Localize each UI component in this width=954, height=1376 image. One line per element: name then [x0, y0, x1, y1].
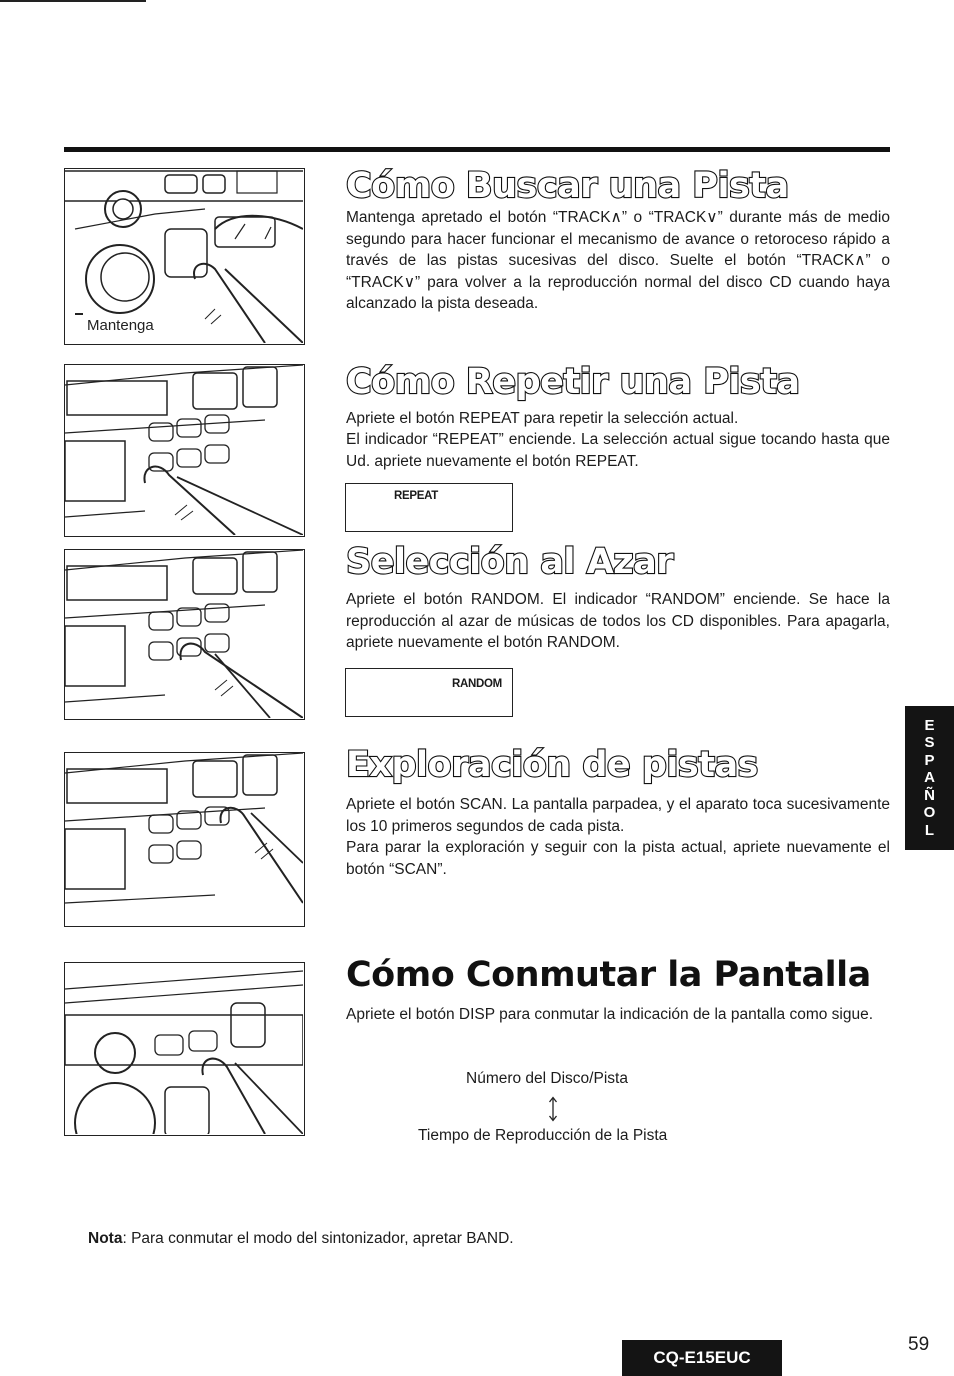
section-body-track-search: Mantenga apretado el botón “TRACK∧” o “T… — [346, 209, 890, 312]
language-tab: E S P A Ñ O L — [905, 706, 954, 850]
figure-caption: Mantenga — [87, 317, 154, 334]
random-indicator-label: RANDOM — [452, 678, 502, 690]
language-tab-letter: E — [924, 716, 935, 734]
section-body-scan-line1: Apriete el botón SCAN. La pantalla parpa… — [346, 796, 890, 835]
section-title-display: Cómo Conmutar la Pantalla — [346, 955, 871, 995]
language-tab-letter: A — [924, 769, 935, 787]
figure-repeat — [64, 364, 305, 537]
section-title-scan: Exploración de pistas — [345, 744, 760, 786]
page-number: 59 — [908, 1334, 930, 1355]
section-body-scan-line2: Para parar la exploración y seguir con l… — [346, 839, 890, 878]
model-badge: CQ-E15EUC — [622, 1340, 782, 1376]
language-tab-letter: Ñ — [924, 786, 935, 804]
figure-scan — [64, 752, 305, 927]
note-text: : Para conmutar el modo del sintonizador… — [122, 1230, 514, 1247]
top-corner-line — [0, 0, 146, 2]
note-label: Nota — [88, 1230, 123, 1247]
language-tab-letter: S — [924, 734, 935, 752]
language-tab-letter: O — [923, 804, 936, 822]
figure-random — [64, 549, 305, 720]
toggle-arrow-icon — [548, 1096, 558, 1122]
random-indicator-box: RANDOM — [345, 668, 513, 717]
repeat-indicator-label: REPEAT — [394, 490, 438, 502]
language-tab-letter: P — [924, 751, 935, 769]
section-rule — [64, 147, 890, 152]
section-title-track-search: Cómo Buscar una Pista — [345, 165, 790, 207]
section-body-display: Apriete el botón DISP para conmutar la i… — [346, 1006, 874, 1023]
figure-track-search: Mantenga — [64, 168, 305, 345]
figure-display — [64, 962, 305, 1136]
repeat-indicator-box: REPEAT — [345, 483, 513, 532]
section-body-random: Apriete el botón RANDOM. El indicador “R… — [346, 591, 890, 651]
section-body-repeat-line2: El indicador “REPEAT” enciende. La selec… — [346, 431, 890, 470]
section-title-repeat: Cómo Repetir una Pista — [345, 361, 801, 403]
section-title-random: Selección al Azar — [345, 541, 675, 583]
language-tab-letter: L — [924, 821, 935, 839]
note: Nota: Para conmutar el modo del sintoniz… — [88, 1230, 514, 1248]
display-sequence-item-1: Número del Disco/Pista — [466, 1070, 628, 1087]
section-body-repeat-line1: Apriete el botón REPEAT para repetir la … — [346, 410, 739, 427]
display-sequence-item-2: Tiempo de Reproducción de la Pista — [418, 1127, 668, 1144]
